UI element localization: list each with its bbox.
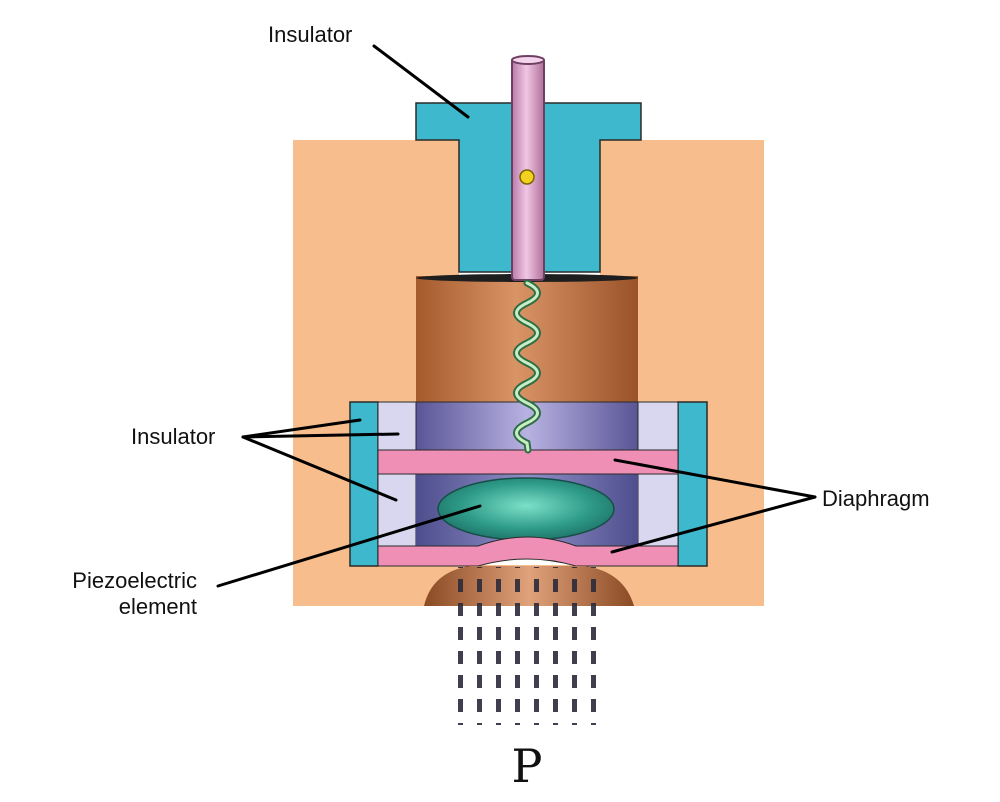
piezoelectric-element <box>437 477 615 541</box>
spring-icon <box>513 279 541 454</box>
electrode-rod <box>511 55 545 281</box>
label-piezo-line1: Piezoelectric <box>72 568 197 593</box>
label-piezo-line2: element <box>119 594 197 619</box>
leader-lines <box>216 44 817 588</box>
label-insulator-top: Insulator <box>268 22 352 47</box>
insulator-right-outer <box>677 401 708 567</box>
label-insulator-left: Insulator <box>131 424 215 449</box>
lower-diaphragm <box>377 536 679 567</box>
spacer-right <box>637 401 679 553</box>
pressure-arrows-icon <box>458 567 610 725</box>
contact-dot <box>519 169 535 185</box>
spacer-left <box>377 401 417 553</box>
label-pressure: P <box>512 739 543 793</box>
label-diaphragm: Diaphragm <box>822 486 930 511</box>
